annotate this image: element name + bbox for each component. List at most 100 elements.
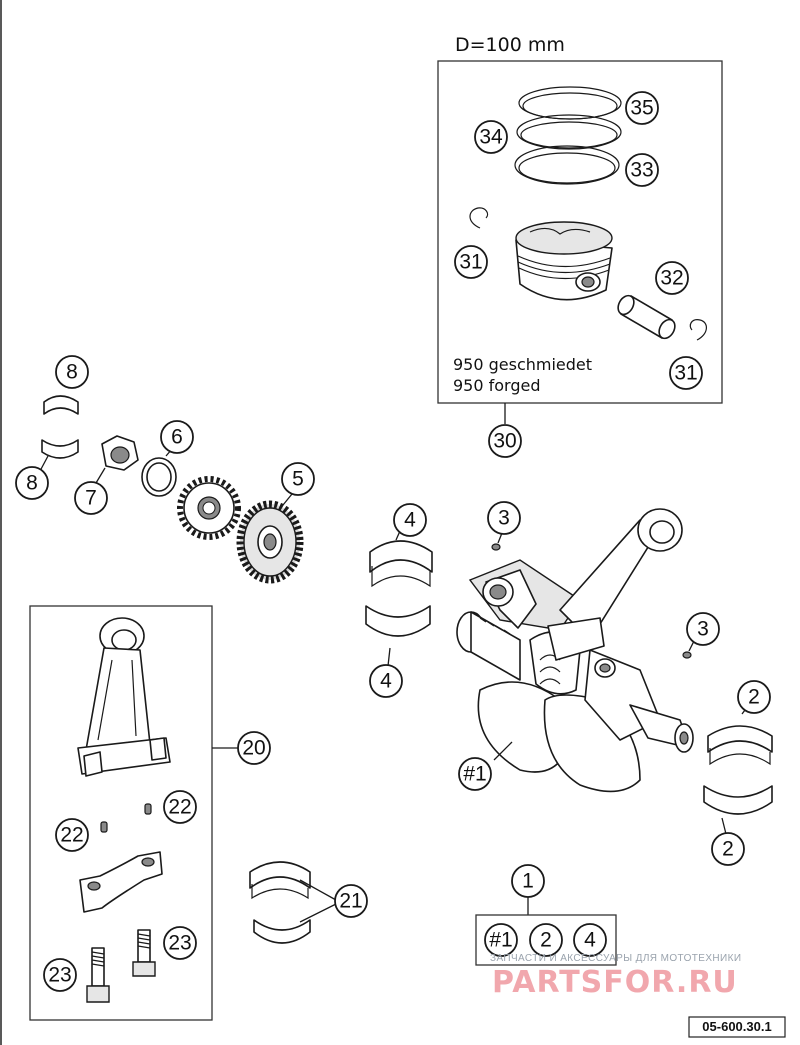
svg-text:8: 8 xyxy=(66,361,78,384)
svg-text:6: 6 xyxy=(171,426,183,449)
callout-8-upper: 8 xyxy=(55,355,89,389)
main-bearing-4-lower xyxy=(365,605,431,637)
conrod-bolt-23-right xyxy=(132,929,156,977)
rod-cap xyxy=(79,851,163,913)
svg-text:32: 32 xyxy=(660,267,683,290)
svg-text:4: 4 xyxy=(404,509,416,532)
svg-text:31: 31 xyxy=(459,251,482,274)
rod-bearing-21-upper xyxy=(249,861,311,900)
svg-text:2: 2 xyxy=(722,838,734,861)
conrod-bolt-23-left xyxy=(86,947,110,1003)
main-bearing-2-upper xyxy=(707,725,773,766)
main-bearing-4-upper xyxy=(369,540,433,588)
leader-21-b xyxy=(299,903,337,923)
callout-21: 21 xyxy=(334,884,368,918)
svg-text:1: 1 xyxy=(522,870,534,893)
washer-6 xyxy=(141,457,177,497)
callout-23-left: 23 xyxy=(43,958,77,992)
svg-text:23: 23 xyxy=(48,964,71,987)
dowel-pin-3-lower xyxy=(682,651,692,659)
leader-8-lower xyxy=(39,455,49,472)
callout-4-lower: 4 xyxy=(369,664,403,698)
svg-text:5: 5 xyxy=(292,468,304,491)
svg-text:34: 34 xyxy=(479,126,503,149)
callout-30: 30 xyxy=(488,424,522,458)
svg-text:22: 22 xyxy=(168,796,191,819)
svg-text:20: 20 xyxy=(242,737,265,760)
svg-text:33: 33 xyxy=(630,159,653,182)
svg-text:22: 22 xyxy=(60,824,83,847)
callout-22-right: 22 xyxy=(163,790,197,824)
kit-frame xyxy=(475,914,617,966)
reference-code: 05-600.30.1 xyxy=(702,1019,771,1034)
callout-7: 7 xyxy=(74,481,108,515)
kit-item-bearing-2: 2 xyxy=(529,923,563,957)
svg-text:4: 4 xyxy=(380,670,392,693)
connecting-rod-frame xyxy=(29,605,213,1021)
callout-crankshaft-1: #1 xyxy=(458,757,492,791)
kit-item-bearing-4: 4 xyxy=(573,923,607,957)
piston-group-frame xyxy=(437,60,723,404)
watermark-tagline: ЗАПЧАСТИ И АКСЕССУАРЫ ДЛЯ МОТОТЕХНИКИ xyxy=(490,953,741,964)
leader-21-a xyxy=(299,879,337,901)
leader-5 xyxy=(282,493,293,506)
svg-text:8: 8 xyxy=(26,472,38,495)
circlip-31-lower xyxy=(689,319,707,341)
piston-pin xyxy=(617,294,676,340)
piston-note-line1: 950 geschmiedet xyxy=(453,355,592,374)
svg-text:35: 35 xyxy=(630,97,653,120)
callout-2-lower: 2 xyxy=(711,832,745,866)
svg-text:3: 3 xyxy=(697,618,709,641)
callout-8-lower: 8 xyxy=(15,466,49,500)
piston-ring-34 xyxy=(516,114,622,150)
callout-1: 1 xyxy=(511,864,545,898)
callout-22-left: 22 xyxy=(55,818,89,852)
gear-5 xyxy=(236,500,304,584)
piston-note-line2: 950 forged xyxy=(453,376,541,395)
rod-bearing-21-lower xyxy=(253,919,311,944)
sleeve-22-left xyxy=(100,821,108,833)
callout-2-upper: 2 xyxy=(737,680,771,714)
main-bearing-2-lower xyxy=(703,785,773,815)
callout-34: 34 xyxy=(474,120,508,154)
svg-text:21: 21 xyxy=(339,890,362,913)
connecting-rod-20 xyxy=(77,617,171,777)
bore-label: D=100 mm xyxy=(455,34,565,56)
piston-ring-33 xyxy=(514,145,620,185)
svg-text:23: 23 xyxy=(168,932,191,955)
sprocket-wheel xyxy=(177,476,241,540)
callout-32: 32 xyxy=(655,261,689,295)
callout-20: 20 xyxy=(237,731,271,765)
piston-ring-35 xyxy=(518,86,622,120)
callout-3-lower: 3 xyxy=(686,612,720,646)
sleeve-22-right xyxy=(144,803,152,815)
hex-nut-7 xyxy=(101,435,139,471)
leader-2-lower xyxy=(721,817,727,835)
svg-text:4: 4 xyxy=(584,929,596,952)
svg-text:2: 2 xyxy=(540,929,552,952)
leader-4-lower xyxy=(387,647,391,667)
crankshaft-assembly xyxy=(456,508,694,793)
callout-23-right: 23 xyxy=(163,926,197,960)
callout-35: 35 xyxy=(625,91,659,125)
svg-text:2: 2 xyxy=(748,686,760,709)
svg-text:30: 30 xyxy=(493,430,516,453)
bearing-shell-8-upper xyxy=(43,395,79,415)
callout-4-upper: 4 xyxy=(393,503,427,537)
svg-text:3: 3 xyxy=(498,507,510,530)
callout-5: 5 xyxy=(281,462,315,496)
svg-text:31: 31 xyxy=(674,362,697,385)
svg-text:#1: #1 xyxy=(463,763,486,786)
callout-31-lower: 31 xyxy=(669,356,703,390)
circlip-31-upper xyxy=(469,207,489,229)
callout-6: 6 xyxy=(160,420,194,454)
leader-7 xyxy=(95,467,106,484)
callout-31-upper: 31 xyxy=(454,245,488,279)
piston xyxy=(515,221,613,301)
callout-33: 33 xyxy=(625,153,659,187)
svg-text:#1: #1 xyxy=(489,929,512,952)
svg-text:7: 7 xyxy=(85,487,97,510)
watermark-logo: PARTSFOR.RU xyxy=(492,965,738,1000)
callout-3-upper: 3 xyxy=(487,501,521,535)
